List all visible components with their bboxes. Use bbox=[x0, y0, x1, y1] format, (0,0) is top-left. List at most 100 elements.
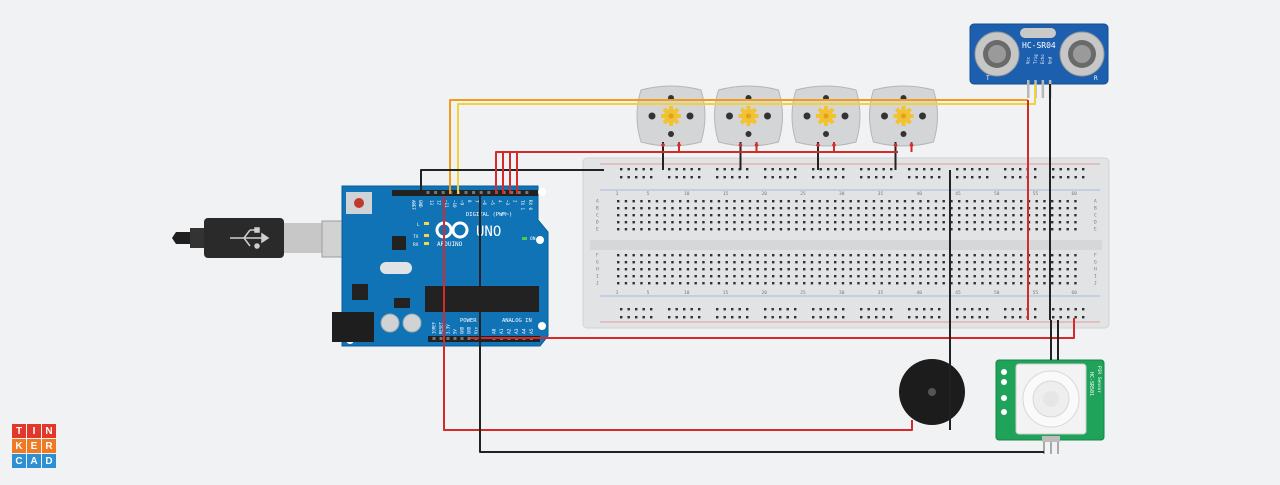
breadboard-hole[interactable] bbox=[795, 275, 798, 278]
rail-hole[interactable] bbox=[746, 176, 749, 179]
breadboard-hole[interactable] bbox=[1004, 221, 1007, 224]
breadboard-hole[interactable] bbox=[973, 228, 976, 231]
breadboard-hole[interactable] bbox=[1043, 282, 1046, 285]
breadboard-hole[interactable] bbox=[710, 214, 713, 217]
breadboard-hole[interactable] bbox=[694, 221, 697, 224]
breadboard-hole[interactable] bbox=[872, 228, 876, 231]
rail-hole[interactable] bbox=[956, 308, 959, 311]
breadboard-hole[interactable] bbox=[973, 261, 976, 264]
breadboard-hole[interactable] bbox=[1074, 228, 1077, 231]
breadboard-hole[interactable] bbox=[632, 207, 635, 210]
breadboard-hole[interactable] bbox=[865, 221, 868, 224]
breadboard-hole[interactable] bbox=[748, 214, 752, 217]
breadboard-hole[interactable] bbox=[710, 228, 713, 231]
rail-hole[interactable] bbox=[690, 168, 693, 171]
rail-hole[interactable] bbox=[867, 168, 870, 171]
breadboard-hole[interactable] bbox=[1035, 207, 1038, 210]
breadboard-hole[interactable] bbox=[694, 207, 697, 210]
rail-hole[interactable] bbox=[738, 176, 741, 179]
breadboard-hole[interactable] bbox=[717, 221, 721, 224]
breadboard-hole[interactable] bbox=[679, 261, 682, 264]
rail-hole[interactable] bbox=[771, 168, 774, 171]
breadboard-hole[interactable] bbox=[1074, 207, 1077, 210]
rail-hole[interactable] bbox=[1059, 308, 1062, 311]
rail-hole[interactable] bbox=[860, 308, 863, 311]
breadboard-hole[interactable] bbox=[803, 268, 806, 271]
breadboard-hole[interactable] bbox=[911, 275, 914, 278]
breadboard-hole[interactable] bbox=[857, 207, 860, 210]
breadboard-hole[interactable] bbox=[958, 221, 961, 224]
breadboard-hole[interactable] bbox=[748, 228, 752, 231]
rail-hole[interactable] bbox=[1067, 308, 1070, 311]
breadboard-hole[interactable] bbox=[872, 282, 876, 285]
breadboard-hole[interactable] bbox=[880, 214, 883, 217]
breadboard-hole[interactable] bbox=[934, 268, 938, 271]
rail-hole[interactable] bbox=[860, 176, 863, 179]
rail-hole[interactable] bbox=[819, 316, 822, 319]
breadboard-hole[interactable] bbox=[655, 268, 659, 271]
rail-hole[interactable] bbox=[738, 308, 741, 311]
sr04-pin[interactable] bbox=[1041, 80, 1045, 98]
breadboard-hole[interactable] bbox=[996, 200, 1000, 203]
digital-pin[interactable] bbox=[426, 191, 430, 194]
breadboard-hole[interactable] bbox=[872, 261, 876, 264]
breadboard-hole[interactable] bbox=[1004, 200, 1007, 203]
breadboard-hole[interactable] bbox=[1051, 254, 1054, 257]
breadboard-hole[interactable] bbox=[717, 275, 721, 278]
breadboard-hole[interactable] bbox=[1066, 261, 1069, 264]
digital-pin[interactable] bbox=[510, 191, 514, 194]
breadboard-hole[interactable] bbox=[880, 207, 883, 210]
breadboard-hole[interactable] bbox=[872, 254, 876, 257]
rail-hole[interactable] bbox=[819, 308, 822, 311]
breadboard-hole[interactable] bbox=[865, 268, 868, 271]
breadboard-hole[interactable] bbox=[826, 214, 829, 217]
breadboard-hole[interactable] bbox=[896, 282, 899, 285]
breadboard-hole[interactable] bbox=[648, 228, 651, 231]
breadboard-hole[interactable] bbox=[648, 282, 651, 285]
breadboard-hole[interactable] bbox=[934, 200, 938, 203]
rail-hole[interactable] bbox=[650, 168, 653, 171]
breadboard-hole[interactable] bbox=[965, 282, 969, 285]
rail-hole[interactable] bbox=[978, 308, 981, 311]
breadboard-hole[interactable] bbox=[772, 221, 775, 224]
breadboard-hole[interactable] bbox=[965, 221, 969, 224]
breadboard-hole[interactable] bbox=[617, 207, 620, 210]
rail-hole[interactable] bbox=[1004, 168, 1007, 171]
rail-hole[interactable] bbox=[675, 308, 678, 311]
breadboard-hole[interactable] bbox=[958, 275, 961, 278]
breadboard-hole[interactable] bbox=[1051, 200, 1054, 203]
breadboard-hole[interactable] bbox=[624, 275, 628, 278]
breadboard-hole[interactable] bbox=[663, 254, 666, 257]
breadboard-hole[interactable] bbox=[927, 207, 930, 210]
rail-hole[interactable] bbox=[1011, 308, 1014, 311]
breadboard-hole[interactable] bbox=[787, 282, 790, 285]
breadboard-hole[interactable] bbox=[1066, 228, 1069, 231]
rail-hole[interactable] bbox=[963, 308, 966, 311]
breadboard-hole[interactable] bbox=[958, 261, 961, 264]
rail-hole[interactable] bbox=[875, 308, 878, 311]
breadboard-hole[interactable] bbox=[981, 282, 984, 285]
breadboard-hole[interactable] bbox=[632, 221, 635, 224]
breadboard-hole[interactable] bbox=[764, 261, 767, 264]
breadboard-hole[interactable] bbox=[896, 200, 899, 203]
rail-hole[interactable] bbox=[668, 316, 671, 319]
wire-black-gnd-top[interactable] bbox=[420, 169, 604, 194]
breadboard-hole[interactable] bbox=[764, 214, 767, 217]
breadboard-hole[interactable] bbox=[981, 207, 984, 210]
breadboard-hole[interactable] bbox=[1058, 268, 1062, 271]
breadboard-hole[interactable] bbox=[888, 214, 891, 217]
breadboard-hole[interactable] bbox=[787, 207, 790, 210]
breadboard-hole[interactable] bbox=[624, 214, 628, 217]
rail-hole[interactable] bbox=[1019, 168, 1022, 171]
breadboard-hole[interactable] bbox=[787, 275, 790, 278]
breadboard-hole[interactable] bbox=[950, 268, 953, 271]
breadboard-hole[interactable] bbox=[663, 207, 666, 210]
breadboard-hole[interactable] bbox=[1058, 282, 1062, 285]
breadboard-hole[interactable] bbox=[950, 282, 953, 285]
breadboard-hole[interactable] bbox=[934, 275, 938, 278]
breadboard-hole[interactable] bbox=[748, 268, 752, 271]
breadboard-hole[interactable] bbox=[841, 254, 845, 257]
rail-hole[interactable] bbox=[1059, 176, 1062, 179]
breadboard-hole[interactable] bbox=[648, 200, 651, 203]
